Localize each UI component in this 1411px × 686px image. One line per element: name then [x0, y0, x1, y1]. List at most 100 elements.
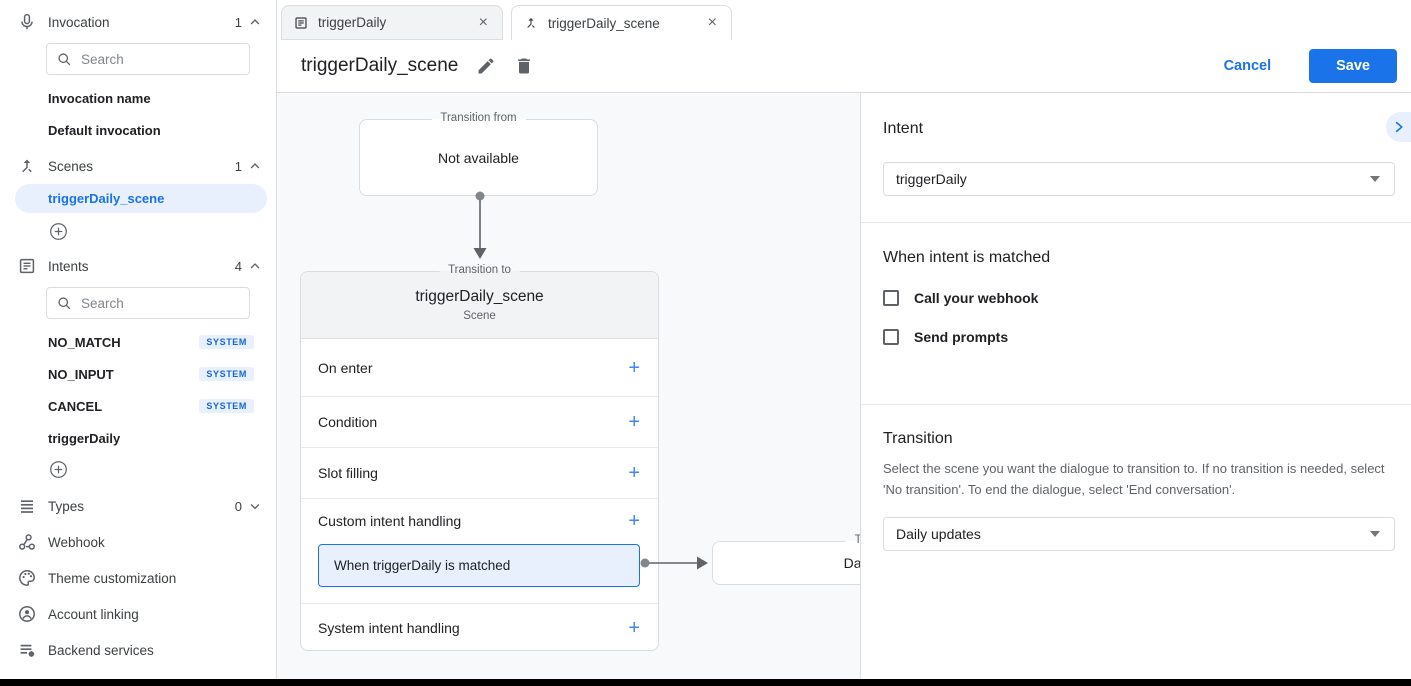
edit-button[interactable] — [476, 56, 496, 76]
dropdown-caret-icon — [1370, 176, 1380, 182]
search-icon — [57, 296, 72, 311]
dropdown-caret-icon — [1370, 531, 1380, 537]
intent-dropdown-value: triggerDaily — [896, 171, 967, 187]
delete-button[interactable] — [514, 56, 534, 76]
scene-card: Transition to triggerDaily_scene Scene O… — [300, 264, 659, 651]
intent-dropdown[interactable]: triggerDaily — [883, 162, 1395, 196]
tab-triggerdaily-scene[interactable]: triggerDaily_scene × — [511, 5, 732, 40]
item-label: Backend services — [48, 642, 154, 658]
search-input[interactable] — [81, 295, 211, 311]
sidebar-section-types[interactable]: Types 0 — [0, 488, 276, 524]
backend-services-icon — [18, 641, 36, 659]
sidebar-item-default-invocation[interactable]: Default invocation — [0, 114, 276, 146]
plus-icon[interactable]: + — [628, 356, 640, 379]
collapse-panel-button[interactable] — [1386, 112, 1411, 142]
sidebar-section-label: Invocation — [48, 14, 110, 30]
types-icon — [18, 497, 36, 515]
transition-section-title: Transition — [883, 430, 953, 447]
row-label: System intent handling — [318, 619, 460, 636]
sidebar-item-theme-customization[interactable]: Theme customization — [0, 560, 276, 596]
sidebar-item-invocation-name[interactable]: Invocation name — [0, 82, 276, 114]
scene-row-on-enter[interactable]: On enter + — [301, 339, 658, 397]
webhook-icon — [18, 533, 36, 551]
sidebar: Invocation 1 Invocation name Default inv… — [0, 0, 277, 679]
sidebar-item-no-input[interactable]: NO_INPUT SYSTEM — [0, 358, 276, 390]
intents-search[interactable] — [46, 287, 250, 319]
transition-dropdown[interactable]: Daily updates — [883, 517, 1395, 551]
add-scene-button[interactable] — [0, 216, 276, 246]
account-icon — [18, 605, 36, 623]
intents-icon — [18, 257, 36, 275]
chevron-down-icon — [248, 499, 262, 513]
invocation-search[interactable] — [46, 43, 250, 75]
scenes-icon — [18, 157, 36, 175]
sidebar-item-account-linking[interactable]: Account linking — [0, 596, 276, 632]
transition-section: Transition Select the scene you want the… — [861, 405, 1411, 551]
sidebar-section-invocation[interactable]: Invocation 1 — [0, 6, 276, 38]
chevron-up-icon — [248, 259, 262, 273]
card-legend: Transition to — [439, 264, 520, 276]
sidebar-section-scenes[interactable]: Scenes 1 — [0, 150, 276, 182]
scene-card-subtitle: Scene — [463, 310, 496, 322]
call-webhook-checkbox-row[interactable]: Call your webhook — [883, 290, 1396, 306]
item-label: Default invocation — [48, 122, 161, 138]
tab-label: triggerDaily — [318, 15, 387, 30]
handler-item-triggerdaily[interactable]: When triggerDaily is matched — [318, 544, 640, 587]
row-label: Custom intent handling — [318, 513, 462, 529]
plus-icon[interactable]: + — [628, 411, 640, 433]
scenes-count: 1 — [234, 158, 242, 174]
scene-row-slot-filling[interactable]: Slot filling + — [301, 448, 658, 499]
sidebar-section-intents[interactable]: Intents 4 — [0, 250, 276, 282]
scene-row-condition[interactable]: Condition + — [301, 397, 658, 448]
plus-icon[interactable]: + — [628, 510, 640, 532]
close-icon[interactable]: × — [478, 13, 488, 31]
scene-canvas[interactable]: Transition from Not available Transition… — [277, 93, 861, 679]
row-label: Slot filling — [318, 465, 378, 481]
scene-card-header[interactable]: triggerDaily_scene Scene — [301, 272, 658, 339]
save-button[interactable]: Save — [1309, 49, 1397, 83]
intent-detail-panel: Intent triggerDaily When intent is match… — [860, 93, 1411, 679]
item-label: NO_INPUT — [48, 366, 114, 382]
transition-target-card[interactable]: Transition to Daily updates — [712, 534, 861, 585]
sidebar-item-no-match[interactable]: NO_MATCH SYSTEM — [0, 326, 276, 358]
transition-description: Select the scene you want the dialogue t… — [883, 461, 1385, 497]
scene-row-system-intent-handling[interactable]: System intent handling + — [301, 604, 658, 651]
scene-card-title: triggerDaily_scene — [415, 288, 544, 305]
chevron-up-icon — [248, 15, 262, 29]
checkbox-label: Send prompts — [914, 329, 1009, 345]
add-intent-button[interactable] — [0, 454, 276, 484]
sidebar-item-webhook[interactable]: Webhook — [0, 524, 276, 560]
transition-from-value: Not available — [438, 149, 519, 166]
tab-triggerdaily[interactable]: triggerDaily × — [281, 5, 503, 40]
sidebar-item-cancel[interactable]: CANCEL SYSTEM — [0, 390, 276, 422]
item-label: Account linking — [48, 606, 139, 622]
page-title: triggerDaily_scene — [301, 55, 459, 76]
search-input[interactable] — [81, 51, 211, 67]
sidebar-item-triggerdaily[interactable]: triggerDaily — [0, 422, 276, 454]
system-badge: SYSTEM — [199, 335, 254, 349]
intent-section: Intent triggerDaily — [861, 93, 1411, 223]
close-icon[interactable]: × — [707, 14, 717, 31]
chevron-up-icon — [248, 159, 262, 173]
checkbox[interactable] — [883, 290, 899, 306]
sidebar-item-triggerdaily-scene[interactable]: triggerDaily_scene — [15, 184, 267, 213]
plus-icon[interactable]: + — [628, 616, 640, 639]
cancel-button[interactable]: Cancel — [1223, 58, 1272, 74]
when-matched-title: When intent is matched — [883, 249, 1051, 266]
sidebar-item-backend-services[interactable]: Backend services — [0, 632, 276, 668]
row-label: On enter — [318, 359, 373, 376]
card-legend: Transition to — [845, 534, 861, 546]
system-badge: SYSTEM — [199, 367, 254, 381]
handler-item-label: When triggerDaily is matched — [334, 558, 511, 573]
transition-target-value: Daily updates — [843, 555, 861, 571]
item-label: Webhook — [48, 534, 105, 550]
checkbox[interactable] — [883, 329, 899, 345]
scene-row-custom-intent-handling[interactable]: Custom intent handling + When triggerDai… — [301, 499, 658, 604]
transition-dropdown-value: Daily updates — [896, 526, 981, 542]
sidebar-section-label: Scenes — [48, 158, 94, 174]
search-icon — [57, 52, 72, 67]
send-prompts-checkbox-row[interactable]: Send prompts — [883, 329, 1396, 345]
item-label: triggerDaily_scene — [48, 191, 165, 206]
tab-strip: triggerDaily × triggerDaily_scene × — [277, 0, 1411, 40]
plus-icon[interactable]: + — [628, 462, 640, 484]
